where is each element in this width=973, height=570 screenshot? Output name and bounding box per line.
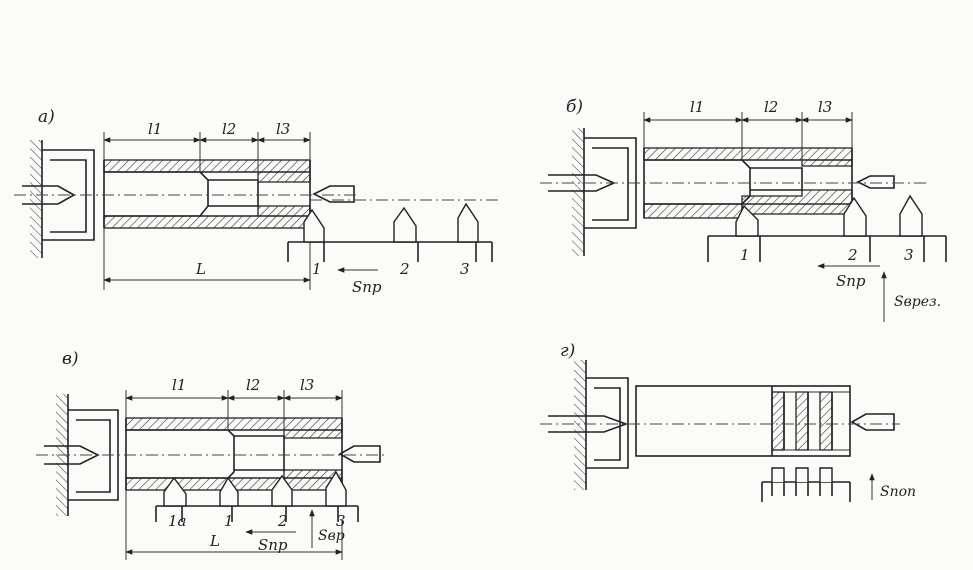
panel-c-pos-2: 2 — [277, 512, 288, 530]
panel-a-total-L: L — [195, 260, 206, 278]
panel-c-tag: в) — [62, 349, 79, 369]
panel-a-wall — [30, 140, 42, 258]
panel-d-feed: Sпоп — [880, 484, 916, 500]
panel-b-feed2: Sврез. — [894, 294, 941, 310]
panel-a-tag: а) — [38, 107, 55, 127]
panel-b-tool-3 — [899, 194, 923, 237]
panel-b-toolbar — [707, 235, 947, 262]
panel-a-right-center — [312, 185, 355, 203]
panel-b-dim-l2: l2 — [764, 98, 778, 116]
panel-c-pos-3: 3 — [336, 512, 346, 530]
panel-b-wall — [572, 128, 584, 256]
panel-b-pos-3: 3 — [904, 246, 914, 264]
panel-d-tool-3 — [819, 467, 833, 482]
panel-d-left-center — [548, 415, 629, 433]
panel-a-dims: l1 l2 l3 L — [103, 120, 311, 290]
panel-c-dims: l1 l2 l3 L — [125, 376, 343, 560]
panel-a-dim-l3: l3 — [276, 120, 290, 138]
panel-b-tag: б) — [566, 97, 583, 117]
panel-d-wall — [574, 360, 586, 490]
panel-b-dim-l3: l3 — [818, 98, 832, 116]
panel-b-pos-2: 2 — [847, 246, 858, 264]
panel-c-pos-1a: 1а — [168, 512, 187, 530]
panel-b-right-center — [856, 175, 895, 189]
panel-b-feed: Sпр — [836, 272, 866, 290]
panel-d: г) Sпоп — [540, 341, 916, 502]
panel-c-dim-l2: l2 — [246, 376, 260, 394]
panel-d-tool-2 — [795, 467, 809, 482]
panel-a-wall-top — [103, 159, 311, 173]
panel-b-tool-2 — [843, 196, 867, 237]
panel-a-dim-l1: l1 — [148, 120, 162, 138]
panel-d-chuck — [586, 377, 629, 469]
panel-d-tag: г) — [560, 341, 575, 361]
panel-b-pos-1: 1 — [740, 246, 750, 264]
panel-c-dim-l3: l3 — [300, 376, 314, 394]
panel-a-wall-bottom — [103, 215, 311, 229]
panel-c-right-center — [338, 445, 381, 463]
panel-c-feed: Sпр — [258, 536, 288, 554]
panel-a-tool-2 — [393, 206, 417, 243]
panel-a-feed: Sпр — [352, 278, 382, 296]
panel-b-dim-l1: l1 — [690, 98, 704, 116]
panel-a-dim-l2: l2 — [222, 120, 236, 138]
panel-b-tool-1 — [735, 204, 759, 237]
panel-c-pos-1: 1 — [224, 512, 234, 530]
panel-a-tool-3 — [457, 202, 479, 243]
panel-a: а) l1 l2 l3 — [14, 107, 500, 296]
panel-b: б) l1 l2 l3 1 2 — [540, 97, 947, 322]
panel-d-toolbar — [761, 481, 851, 502]
panel-a-tool-1 — [303, 208, 325, 243]
panel-c-tool-1a — [163, 476, 187, 507]
panel-a-chuck — [42, 149, 95, 241]
panel-c-feed2: Sвр — [318, 528, 345, 544]
panel-c-toolbar — [155, 505, 359, 522]
panel-c-tool-3 — [325, 470, 347, 507]
panel-c: в) l1 l2 l3 L — [36, 349, 386, 560]
panel-c-tool-2 — [271, 474, 293, 507]
panel-a-toolbar — [287, 241, 493, 262]
panel-a-pos-1: 1 — [312, 260, 322, 278]
panel-d-right-center — [850, 413, 895, 431]
panel-b-dims: l1 l2 l3 — [643, 98, 853, 166]
panel-c-dim-l1: l1 — [172, 376, 186, 394]
panel-a-pos-3: 3 — [460, 260, 470, 278]
panel-d-tool-1 — [771, 467, 785, 482]
panel-c-total-L: L — [209, 532, 220, 550]
panel-a-pos-2: 2 — [399, 260, 410, 278]
panel-c-tool-1 — [219, 476, 239, 507]
panel-d-workpiece — [635, 385, 851, 457]
